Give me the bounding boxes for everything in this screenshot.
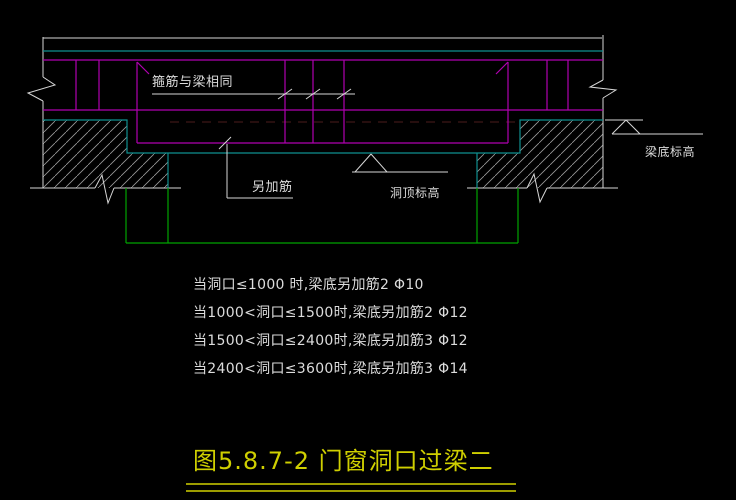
rebar-lines: [43, 59, 603, 144]
figure-title: 图5.8.7-2 门窗洞口过梁二: [193, 447, 494, 475]
stirrup-note-label: 箍筋与梁相同: [152, 74, 233, 90]
stirrup-dimension-line: [152, 88, 355, 100]
concrete-edges: [43, 50, 603, 188]
added-rebar-leader: [218, 136, 293, 199]
dimension-tick: [336, 88, 352, 100]
elevation-marker-beam-bottom: [605, 119, 703, 135]
elevation-marker-opening-top: [352, 153, 448, 173]
wall-hatch-left: [43, 120, 168, 188]
dimension-tick: [277, 88, 293, 100]
break-symbol-right-wall: [588, 79, 618, 99]
note-line-4: 当2400<洞口≤3600时,梁底另加筋3 Φ14: [193, 360, 468, 377]
opening-top-elevation-label: 洞顶标高: [390, 185, 440, 200]
added-bar-hook-left: [136, 61, 150, 75]
dimension-tick: [305, 88, 321, 100]
break-symbol-left-bottom: [94, 173, 115, 205]
opening-outline: [125, 188, 519, 244]
note-line-1: 当洞口≤1000 时,梁底另加筋2 Φ10: [193, 276, 424, 293]
added-rebar-label: 另加筋: [252, 179, 293, 195]
break-symbol-left-wall: [26, 76, 57, 102]
note-line-3: 当1500<洞口≤2400时,梁底另加筋3 Φ12: [193, 332, 468, 349]
wall-hatch-right: [477, 120, 603, 188]
figure-title-underline: [186, 483, 516, 492]
added-bar-hook-right: [495, 61, 509, 75]
beam-bottom-elevation-label: 梁底标高: [645, 144, 695, 159]
leader-tick: [218, 136, 232, 150]
notes-block: 当洞口≤1000 时,梁底另加筋2 Φ10 当1000<洞口≤1500时,梁底另…: [193, 276, 468, 377]
break-symbol-right-bottom: [526, 172, 548, 204]
note-line-2: 当1000<洞口≤1500时,梁底另加筋2 Φ12: [193, 304, 468, 321]
